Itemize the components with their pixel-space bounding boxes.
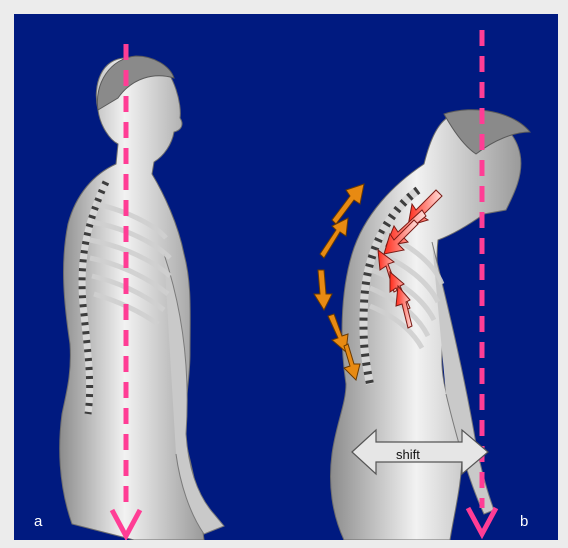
figure-a-upright xyxy=(60,56,224,540)
figure-panel: shift a b xyxy=(14,14,558,540)
panel-label-b: b xyxy=(520,513,528,530)
shift-label: shift xyxy=(396,447,420,462)
panel-label-a: a xyxy=(34,513,42,530)
anatomy-illustration xyxy=(14,14,558,540)
figure-b-stooped xyxy=(331,110,531,540)
orange-arrow-up-2 xyxy=(320,218,348,258)
orange-arrow-down-1 xyxy=(314,270,332,310)
